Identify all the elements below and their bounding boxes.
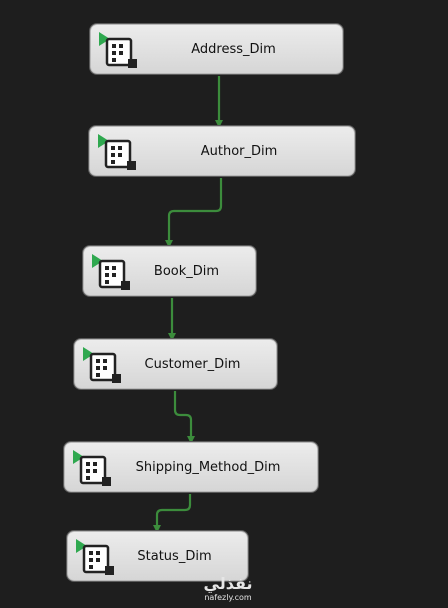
task-label: Book_Dim [153, 263, 220, 279]
task-status-dim[interactable]: Status_Dim [67, 531, 248, 581]
task-address-dim[interactable]: Address_Dim [90, 24, 343, 74]
data-flow-task-icon [96, 132, 138, 172]
task-author-dim[interactable]: Author_Dim [89, 126, 355, 176]
precedence-arrow-2 [165, 178, 223, 248]
watermark-url: nafezly.com [204, 593, 252, 602]
precedence-arrow-4 [173, 391, 195, 444]
watermark-logo-text: نفذلي [203, 574, 253, 593]
task-label: Address_Dim [191, 41, 276, 57]
task-label: Customer_Dim [144, 356, 241, 372]
data-flow-task-icon [97, 30, 139, 70]
task-book-dim[interactable]: Book_Dim [83, 246, 256, 296]
task-label: Shipping_Method_Dim [135, 459, 281, 475]
task-customer-dim[interactable]: Customer_Dim [74, 339, 277, 389]
data-flow-task-icon [74, 537, 116, 577]
data-flow-task-icon [90, 252, 132, 292]
task-label: Status_Dim [137, 548, 212, 564]
precedence-arrow-5 [153, 494, 192, 533]
task-label: Author_Dim [200, 143, 278, 159]
data-flow-task-icon [81, 345, 123, 385]
task-shipping-method-dim[interactable]: Shipping_Method_Dim [64, 442, 318, 492]
watermark: نفذلي nafezly.com [198, 575, 258, 603]
data-flow-task-icon [71, 448, 113, 488]
